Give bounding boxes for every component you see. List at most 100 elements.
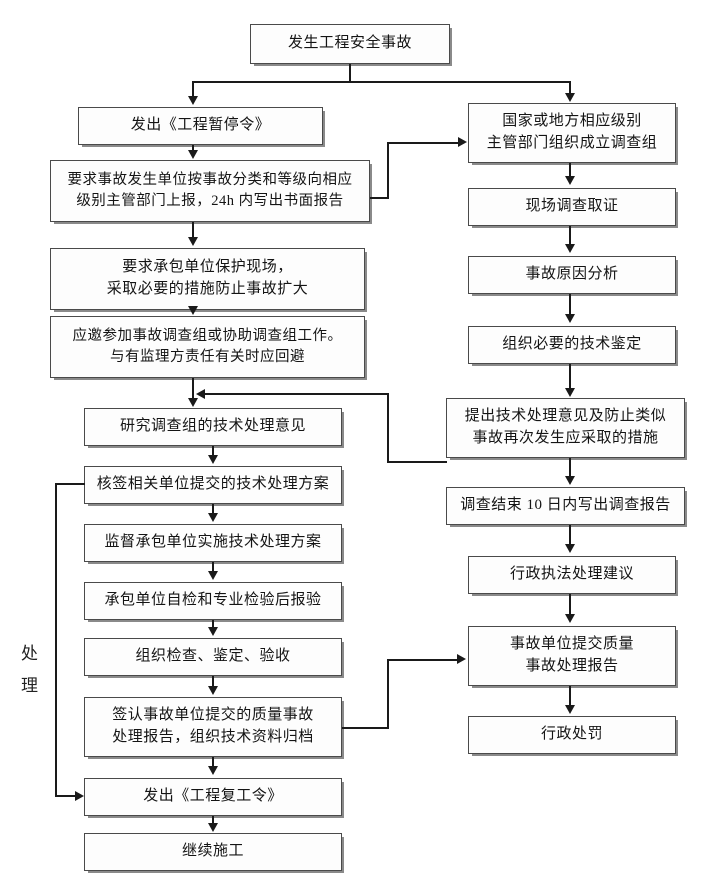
- side-label-char-1: 理: [21, 676, 39, 696]
- node-sign-report-line-1: 处理报告，组织技术资料归档: [112, 729, 314, 745]
- connector-split-right-down: [569, 81, 571, 95]
- connector-propose-to-investigation: [569, 458, 571, 477]
- arrow-to-site-investigate: [565, 176, 575, 185]
- node-join-group[interactable]: 应邀参加事故调查组或协助调查组工作。 与有监理方责任有关时应回避: [50, 316, 365, 378]
- arrow-to-resume-order: [208, 766, 218, 775]
- connector-loop-left-down: [55, 483, 57, 796]
- node-propose-measures-line-0: 提出技术处理意见及防止类似: [464, 408, 667, 425]
- arrow-to-report-24h: [188, 150, 198, 159]
- node-join-group-line-1: 与有监理方责任有关时应回避: [110, 349, 305, 365]
- connector-split-left-down: [192, 81, 194, 97]
- connector-sign-to-unit: [387, 659, 458, 661]
- arrow-to-form-group: [565, 93, 575, 102]
- arrow-to-sign-report: [208, 686, 218, 695]
- node-suspend-order[interactable]: 发出《工程暂停令》: [78, 107, 323, 145]
- connector-propose-up: [387, 393, 389, 463]
- arrow-to-enforcement-advice: [565, 544, 575, 553]
- arrow-to-form-group-side: [458, 137, 467, 147]
- side-label-processing: 处 理: [18, 638, 42, 703]
- connector-split-bar: [192, 81, 571, 83]
- connector-study-to-countersign: [212, 446, 214, 456]
- node-resume-order[interactable]: 发出《工程复工令》: [84, 778, 342, 816]
- node-enforcement-advice[interactable]: 行政执法处理建议: [468, 556, 676, 594]
- node-supervise-plan[interactable]: 监督承包单位实施技术处理方案: [84, 524, 342, 562]
- connector-self-to-organize: [212, 620, 214, 628]
- arrow-to-propose-measures: [565, 388, 575, 397]
- connector-incident-down: [349, 64, 351, 82]
- arrow-to-organize-check: [208, 627, 218, 636]
- arrow-to-resume-order-side: [75, 791, 84, 801]
- connector-sign-right: [342, 727, 388, 729]
- arrow-to-unit-submit-report-top: [565, 614, 575, 623]
- arrow-to-investigation-report: [565, 476, 575, 485]
- node-unit-submit-report-line-1: 事故处理报告: [525, 658, 619, 674]
- connector-cause-to-appraisal: [569, 294, 571, 315]
- node-countersign-plan-line-0: 核签相关单位提交的技术处理方案: [96, 476, 330, 493]
- node-tech-appraisal[interactable]: 组织必要的技术鉴定: [468, 326, 676, 364]
- node-self-inspection-line-0: 承包单位自检和专业检验后报验: [104, 592, 322, 609]
- node-unit-submit-report-line-0: 事故单位提交质量: [509, 636, 634, 653]
- node-unit-submit-report[interactable]: 事故单位提交质量 事故处理报告: [468, 626, 676, 686]
- node-form-group[interactable]: 国家或地方相应级别 主管部门组织成立调查组: [468, 103, 676, 163]
- node-study-opinion[interactable]: 研究调查组的技术处理意见: [84, 408, 342, 446]
- node-join-group-line-0: 应邀参加事故调查组或协助调查组工作。: [72, 327, 343, 344]
- connector-report-right: [370, 197, 389, 199]
- connector-propose-left: [387, 461, 447, 463]
- arrow-to-cause-analysis: [565, 244, 575, 253]
- arrow-to-self-inspection: [208, 571, 218, 580]
- node-suspend-order-line-0: 发出《工程暂停令》: [130, 117, 271, 134]
- node-report-24h[interactable]: 要求事故发生单位按事故分类和等级向相应 级别主管部门上报，24h 内写出书面报告: [50, 160, 370, 222]
- arrow-to-suspend-order: [188, 96, 198, 105]
- connector-report-to-group: [387, 142, 459, 144]
- node-site-investigate-line-0: 现场调查取证: [525, 198, 619, 215]
- node-tech-appraisal-line-0: 组织必要的技术鉴定: [502, 336, 642, 353]
- connector-advice-to-unit: [569, 594, 571, 615]
- node-propose-measures-line-1: 事故再次发生应采取的措施: [472, 430, 659, 446]
- node-self-inspection[interactable]: 承包单位自检和专业检验后报验: [84, 582, 342, 620]
- arrow-to-countersign-plan: [208, 455, 218, 464]
- node-sign-report-line-0: 签认事故单位提交的质量事故: [112, 707, 314, 724]
- node-countersign-plan[interactable]: 核签相关单位提交的技术处理方案: [84, 466, 342, 504]
- connector-countersign-left: [55, 483, 85, 485]
- connector-join-to-study: [192, 378, 194, 400]
- node-incident[interactable]: 发生工程安全事故: [250, 24, 450, 64]
- node-organize-check-line-0: 组织检查、鉴定、验收: [135, 648, 291, 665]
- connector-unit-to-penalty: [569, 686, 571, 706]
- side-label-char-0: 处: [21, 644, 39, 663]
- arrow-to-protect-site: [188, 237, 198, 246]
- arrow-to-study-opinion: [188, 398, 198, 407]
- node-protect-site[interactable]: 要求承包单位保护现场， 采取必要的措施防止事故扩大: [50, 248, 365, 310]
- node-organize-check[interactable]: 组织检查、鉴定、验收: [84, 638, 342, 676]
- node-investigation-report[interactable]: 调查结束 10 日内写出调查报告: [446, 487, 685, 525]
- connector-sign-to-resume: [212, 757, 214, 767]
- connector-propose-to-study: [204, 393, 389, 395]
- node-admin-penalty[interactable]: 行政处罚: [468, 716, 676, 754]
- node-study-opinion-line-0: 研究调查组的技术处理意见: [119, 418, 306, 435]
- node-form-group-line-1: 主管部门组织成立调查组: [486, 135, 658, 151]
- connector-appraisal-to-propose: [569, 364, 571, 389]
- arrow-to-unit-submit-report: [457, 654, 466, 664]
- connector-report-up: [387, 142, 389, 199]
- node-site-investigate[interactable]: 现场调查取证: [468, 188, 676, 226]
- arrow-to-study-opinion-side: [196, 389, 205, 399]
- connector-report-to-protect: [192, 222, 194, 238]
- node-report-24h-line-0: 要求事故发生单位按事故分类和等级向相应: [67, 171, 353, 188]
- arrow-to-supervise-plan: [208, 513, 218, 522]
- connector-group-to-site: [569, 163, 571, 177]
- node-resume-order-line-0: 发出《工程复工令》: [143, 788, 283, 805]
- node-protect-site-line-0: 要求承包单位保护现场，: [122, 259, 293, 276]
- node-continue-work[interactable]: 继续施工: [84, 833, 342, 871]
- connector-countersign-to-supervise: [212, 504, 214, 514]
- node-report-24h-line-1: 级别主管部门上报，24h 内写出书面报告: [76, 193, 344, 209]
- node-cause-analysis[interactable]: 事故原因分析: [468, 256, 676, 294]
- node-propose-measures[interactable]: 提出技术处理意见及防止类似 事故再次发生应采取的措施: [446, 398, 685, 458]
- node-enforcement-advice-line-0: 行政执法处理建议: [509, 566, 634, 583]
- node-form-group-line-0: 国家或地方相应级别: [502, 113, 642, 130]
- arrow-to-admin-penalty: [565, 705, 575, 714]
- connector-investigation-to-advice: [569, 525, 571, 545]
- connector-supervise-to-self: [212, 562, 214, 572]
- connector-suspend-to-report: [192, 145, 194, 151]
- node-cause-analysis-line-0: 事故原因分析: [525, 266, 619, 283]
- node-sign-report[interactable]: 签认事故单位提交的质量事故 处理报告，组织技术资料归档: [84, 697, 342, 757]
